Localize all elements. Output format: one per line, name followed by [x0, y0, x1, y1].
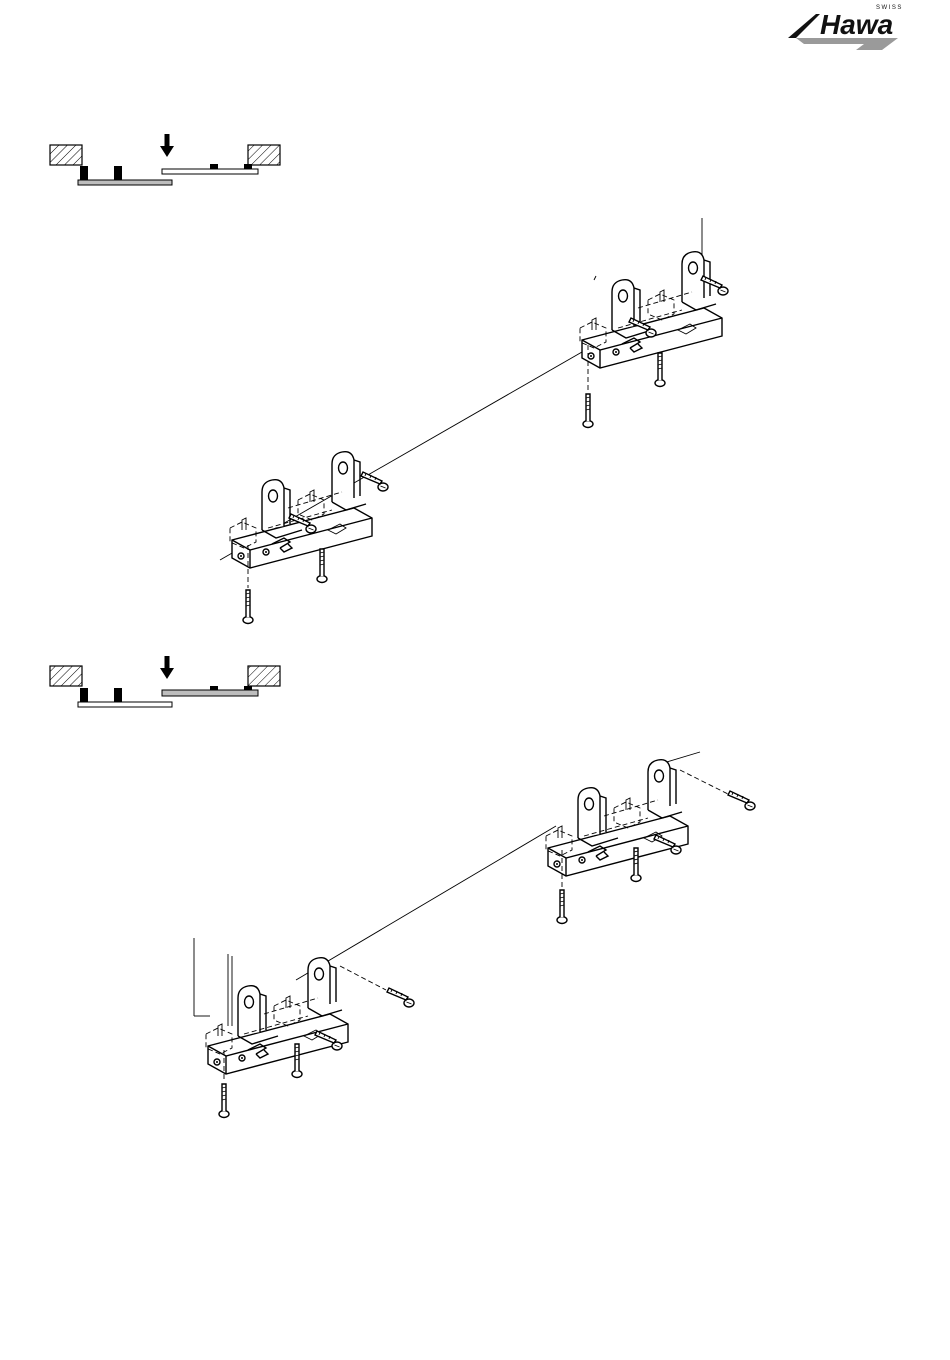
down-arrow-icon [160, 656, 174, 679]
door-panel-white [162, 169, 258, 174]
roller-block [114, 166, 122, 180]
plan-view-1 [50, 134, 280, 185]
alignment-line [296, 826, 556, 980]
exploded-view-1 [220, 218, 728, 624]
roller-block [80, 688, 88, 702]
roller-block [210, 164, 218, 169]
screw-icon [317, 549, 327, 583]
plan-view-2 [50, 656, 280, 707]
door-panel-grey [78, 180, 172, 185]
door-panel-grey [162, 690, 258, 696]
bracket-icon [230, 452, 372, 568]
bracket-icon [546, 760, 688, 876]
hatched-wall-icon [248, 666, 280, 686]
roller-block [80, 166, 88, 180]
screw-icon [243, 590, 253, 624]
bracket-icon [206, 958, 348, 1074]
hatched-wall-icon [50, 145, 82, 165]
screw-icon [219, 1084, 229, 1118]
screw-icon [583, 394, 593, 428]
hatched-wall-icon [50, 666, 82, 686]
screw-icon [387, 988, 414, 1007]
screw-icon [701, 276, 728, 295]
screw-icon [655, 353, 665, 387]
screw-icon [361, 472, 388, 491]
roller-block [244, 686, 252, 690]
roller-block [244, 164, 252, 169]
bracket-icon [580, 252, 722, 368]
screw-icon [728, 791, 755, 810]
door-panel-white [78, 702, 172, 707]
screw-icon [557, 890, 567, 924]
hatched-wall-icon [248, 145, 280, 165]
roller-block [114, 688, 122, 702]
exploded-view-2 [194, 752, 755, 1118]
down-arrow-icon [160, 134, 174, 157]
roller-block [210, 686, 218, 690]
